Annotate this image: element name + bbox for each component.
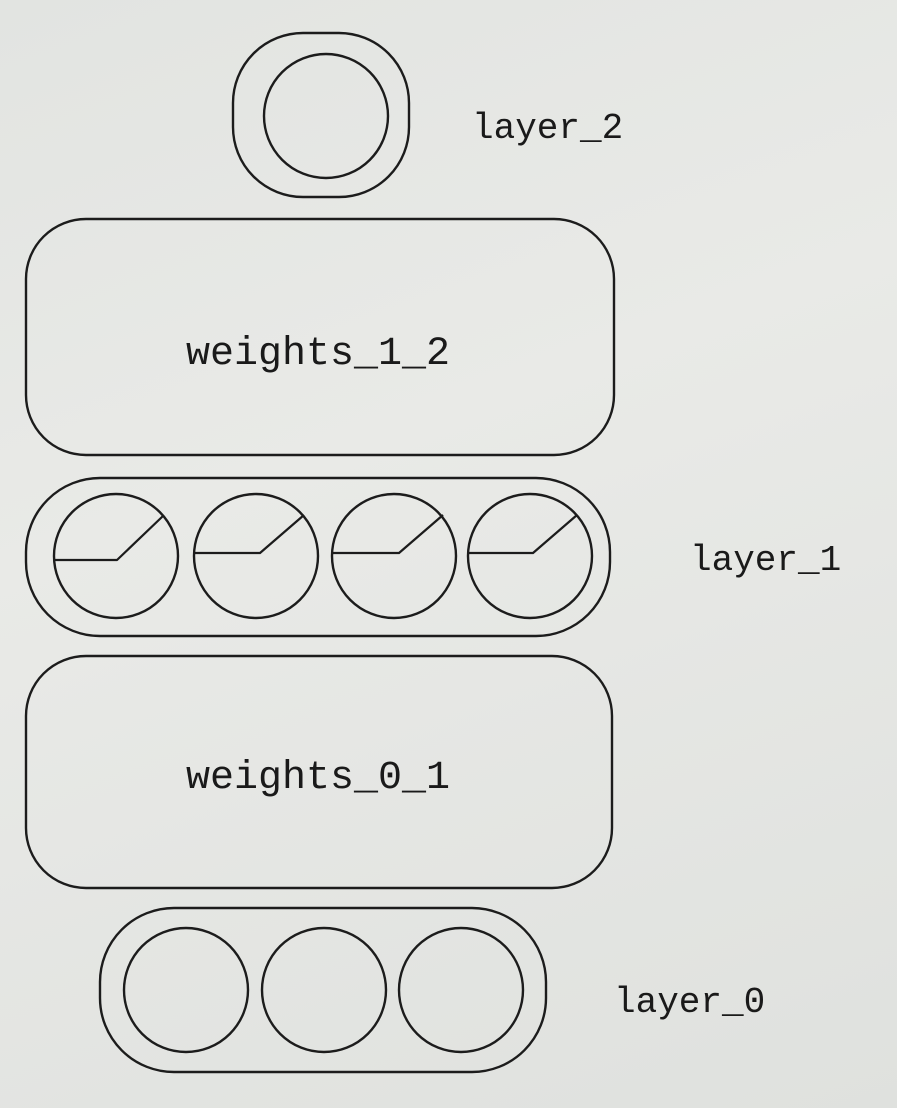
layer-2-neuron-1 (262, 52, 390, 180)
layer-1-neuron-2 (192, 492, 320, 620)
relu-activation-icon (468, 514, 578, 555)
weights-0-1-group: weights_0_1 (24, 654, 614, 890)
layer-0-group: layer_0 (98, 906, 765, 1074)
layer-1-neuron-3 (330, 492, 458, 620)
weights-1-2-group: weights_1_2 (24, 217, 616, 457)
layer-1-label: layer_1 (690, 540, 841, 581)
layer-2-group: layer_2 (231, 31, 623, 199)
layer-0-neuron-2 (260, 926, 388, 1054)
layer-1-neuron-4 (466, 492, 594, 620)
relu-activation-icon (332, 514, 444, 555)
layer-1-group: layer_1 (24, 476, 841, 638)
weights-0-1-box (24, 654, 614, 890)
layer-1-container (24, 476, 612, 638)
layer-0-neuron-1 (122, 926, 250, 1054)
relu-activation-icon (194, 514, 305, 555)
layer-2-label: layer_2 (472, 108, 623, 149)
layer-2-container (231, 31, 411, 199)
layer-0-neuron-3 (397, 926, 525, 1054)
weights-0-1-label: weights_0_1 (186, 756, 450, 801)
layer-0-container (98, 906, 548, 1074)
relu-activation-icon (54, 515, 164, 562)
layer-1-neuron-1 (52, 492, 180, 620)
weights-1-2-box (24, 217, 616, 457)
layer-0-label: layer_0 (614, 982, 765, 1023)
weights-1-2-label: weights_1_2 (186, 332, 450, 377)
